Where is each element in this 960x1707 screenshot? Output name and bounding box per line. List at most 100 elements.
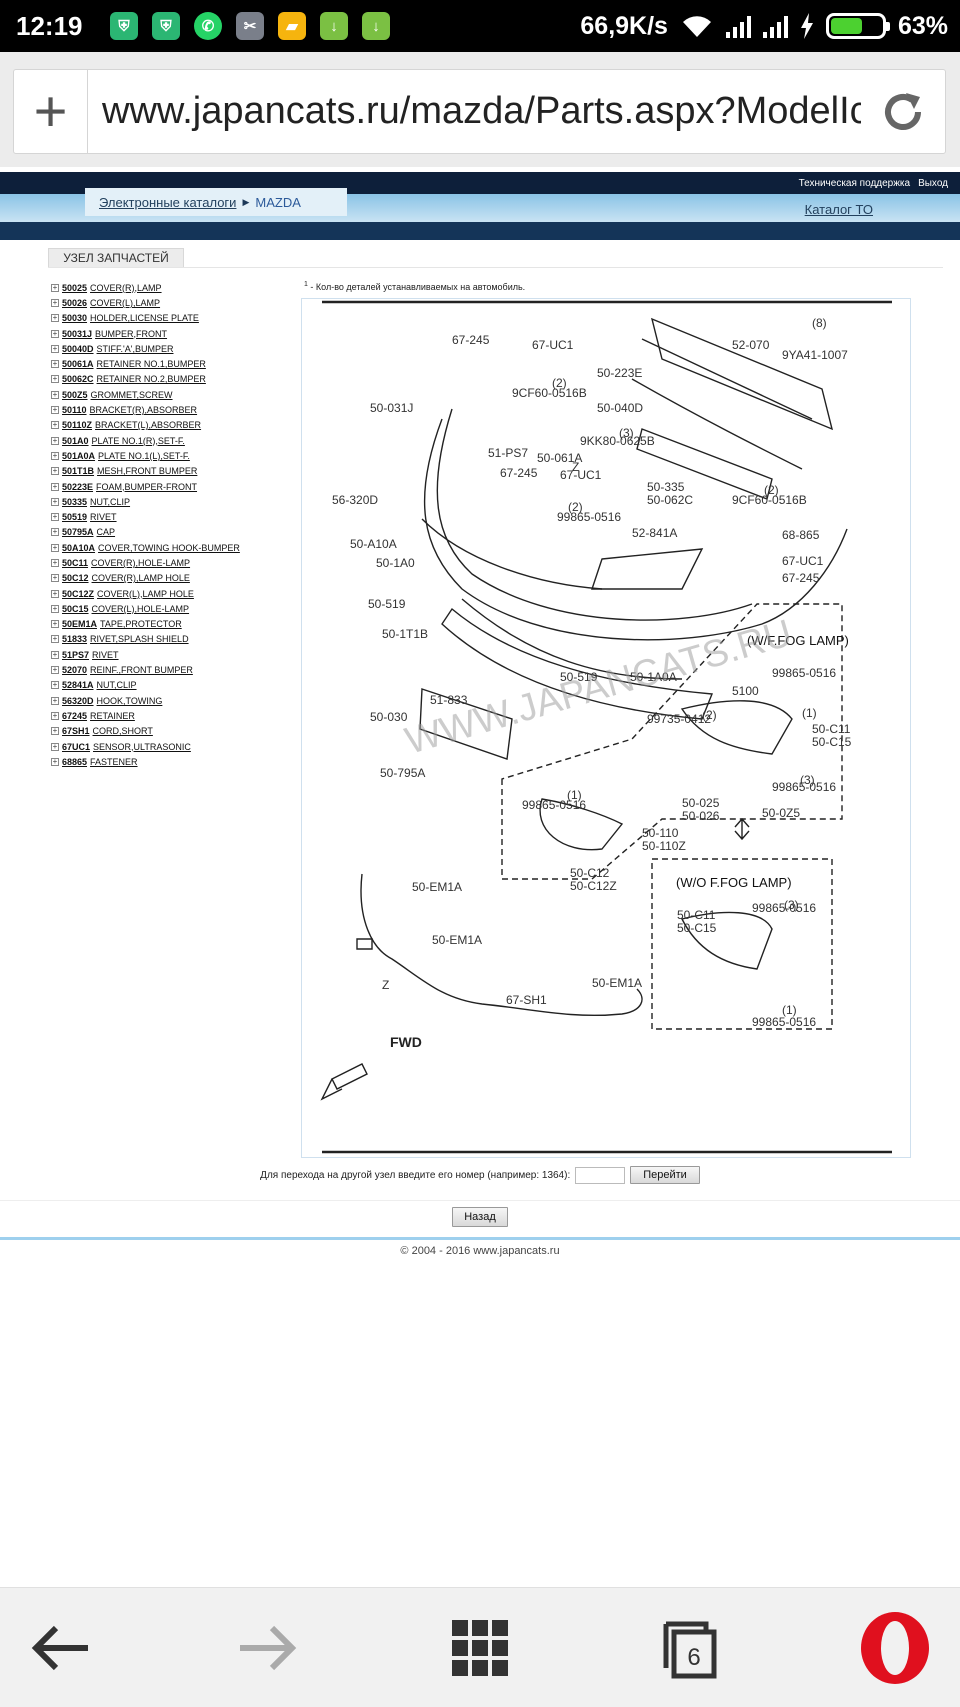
- forward-nav-button[interactable]: [228, 1588, 308, 1707]
- part-code[interactable]: 67UC1: [62, 741, 91, 752]
- callout-label[interactable]: 50-335: [647, 480, 685, 494]
- part-code[interactable]: 50A10A: [62, 542, 96, 553]
- part-code[interactable]: 50C12: [62, 573, 89, 584]
- part-description[interactable]: RETAINER: [90, 710, 135, 721]
- back-button[interactable]: Назад: [452, 1207, 508, 1227]
- expand-icon[interactable]: +: [51, 282, 59, 292]
- expand-icon[interactable]: +: [51, 450, 59, 460]
- expand-icon[interactable]: +: [51, 634, 59, 644]
- expand-icon[interactable]: +: [51, 420, 59, 430]
- expand-icon[interactable]: +: [51, 343, 59, 353]
- callout-label[interactable]: (3): [619, 426, 634, 440]
- callout-label[interactable]: 50-EM1A: [432, 933, 482, 947]
- callout-label[interactable]: 99735-0412: [647, 712, 711, 726]
- part-description[interactable]: RETAINER NO.1,BUMPER: [96, 359, 206, 370]
- expand-icon[interactable]: +: [51, 756, 59, 766]
- tabs-button[interactable]: 6: [650, 1588, 730, 1707]
- expand-icon[interactable]: +: [51, 649, 59, 659]
- part-code[interactable]: 50795A: [62, 527, 94, 538]
- support-link[interactable]: Техническая поддержка: [798, 177, 911, 189]
- callout-label[interactable]: 50-110: [642, 826, 679, 840]
- callout-label[interactable]: (2): [568, 500, 583, 514]
- callout-label[interactable]: (1): [567, 788, 582, 802]
- callout-label[interactable]: 50-795A: [380, 766, 425, 780]
- callout-label[interactable]: 50-1A0: [376, 556, 415, 570]
- expand-icon[interactable]: +: [51, 466, 59, 476]
- expand-icon[interactable]: +: [51, 481, 59, 491]
- callout-label[interactable]: 50-030: [370, 710, 408, 724]
- go-button[interactable]: Перейти: [630, 1166, 700, 1184]
- expand-icon[interactable]: +: [51, 726, 59, 736]
- part-description[interactable]: PLATE NO.1(R),SET-F.: [91, 435, 185, 446]
- part-code[interactable]: 50061A: [62, 359, 94, 370]
- callout-label[interactable]: 67-UC1: [532, 338, 574, 352]
- expand-icon[interactable]: +: [51, 557, 59, 567]
- part-code[interactable]: 50031J: [62, 328, 93, 339]
- part-code[interactable]: 50C11: [62, 557, 89, 568]
- part-code[interactable]: 56320D: [62, 695, 94, 706]
- callout-label[interactable]: (W/O F.FOG LAMP): [676, 875, 792, 890]
- part-code[interactable]: 500Z5: [62, 389, 88, 400]
- expand-icon[interactable]: +: [51, 665, 59, 675]
- callout-label[interactable]: 67-UC1: [560, 468, 602, 482]
- callout-label[interactable]: 99865-0516: [772, 780, 836, 794]
- callout-label[interactable]: Z: [382, 978, 389, 992]
- callout-label[interactable]: 9KK80-0625B: [580, 434, 655, 448]
- part-description[interactable]: MESH,FRONT BUMPER: [97, 466, 198, 477]
- callout-label[interactable]: 67-245: [500, 466, 538, 480]
- part-description[interactable]: BUMPER,FRONT: [95, 328, 168, 339]
- callout-label[interactable]: 50-EM1A: [592, 976, 642, 990]
- node-number-input[interactable]: [575, 1166, 626, 1184]
- callout-label[interactable]: (1): [782, 1003, 797, 1017]
- callout-label[interactable]: 67-245: [782, 571, 820, 585]
- part-description[interactable]: COVER(L),LAMP HOLE: [97, 588, 194, 599]
- part-description[interactable]: TAPE,PROTECTOR: [100, 619, 182, 630]
- part-description[interactable]: HOOK,TOWING: [96, 695, 163, 706]
- part-description[interactable]: NUT,CLIP: [96, 680, 137, 691]
- callout-label[interactable]: 50-C11: [677, 908, 716, 922]
- part-code[interactable]: 51PS7: [62, 649, 90, 660]
- part-code[interactable]: 67SH1: [62, 726, 90, 737]
- part-description[interactable]: BRACKET(L),ABSORBER: [95, 420, 202, 431]
- expand-icon[interactable]: +: [51, 695, 59, 705]
- expand-icon[interactable]: +: [51, 297, 59, 307]
- speed-dial-button[interactable]: [440, 1588, 520, 1707]
- part-description[interactable]: BRACKET(R),ABSORBER: [89, 405, 198, 416]
- callout-label[interactable]: 51-PS7: [488, 446, 528, 460]
- part-description[interactable]: FASTENER: [90, 756, 138, 767]
- expand-icon[interactable]: +: [51, 512, 59, 522]
- callout-label[interactable]: 56-320D: [332, 493, 378, 507]
- callout-label[interactable]: 50-C12: [570, 866, 610, 880]
- part-description[interactable]: NUT,CLIP: [90, 496, 131, 507]
- callout-label[interactable]: 99865-0516: [752, 901, 816, 915]
- part-code[interactable]: 50EM1A: [62, 619, 98, 630]
- callout-label[interactable]: 50-062C: [647, 493, 693, 507]
- part-code[interactable]: 52070: [62, 665, 88, 676]
- part-description[interactable]: CORD,SHORT: [92, 726, 153, 737]
- callout-label[interactable]: (8): [812, 316, 827, 330]
- part-code[interactable]: 50110Z: [62, 420, 93, 431]
- part-description[interactable]: SENSOR,ULTRASONIC: [93, 741, 191, 752]
- callout-label[interactable]: 50-026: [682, 809, 720, 823]
- part-code[interactable]: 50C12Z: [62, 588, 95, 599]
- callout-label[interactable]: 52-841A: [632, 526, 677, 540]
- part-code[interactable]: 50C15: [62, 603, 89, 614]
- callout-label[interactable]: (2): [552, 376, 567, 390]
